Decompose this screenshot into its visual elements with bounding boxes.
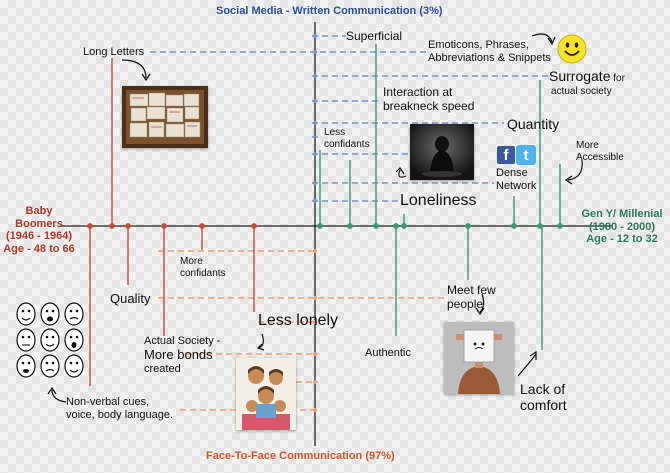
cartoon-faces-icon	[16, 302, 84, 378]
more-confidants-line1: More	[180, 256, 203, 267]
less-confidants-label: Less confidants	[324, 127, 370, 150]
top-axis-title: Social Media - Written Communication (3%…	[216, 5, 443, 17]
emoticons-line2: Abbreviations & Snippets	[428, 51, 551, 64]
actual-society-line1: Actual Society -	[144, 335, 221, 347]
gen-y-label: Gen Y/ Millenial (1980 - 2000) Age - 12 …	[574, 208, 670, 246]
blue-dash-lines	[150, 35, 548, 202]
geny-ticks	[317, 44, 563, 350]
lack-of-comfort-label: Lack of comfort	[520, 381, 567, 413]
less-lonely-label: Less lonely	[258, 312, 339, 329]
quality-label: Quality	[110, 291, 151, 306]
more-accessible-line1: More	[576, 140, 599, 151]
more-accessible-label: More Accessible	[576, 140, 624, 163]
surrogate-for: for	[610, 73, 625, 84]
family-image	[236, 358, 296, 430]
superficial-label: Superficial	[346, 29, 403, 43]
lack-line2: comfort	[520, 397, 567, 414]
meet-few-label: Meet few people	[447, 283, 496, 312]
baby-boomers-line2: Boomers	[15, 217, 63, 230]
nonverbal-label: Non-verbal cues, voice, body language.	[66, 396, 173, 421]
nonverbal-line2: voice, body language.	[66, 408, 174, 421]
actual-society-line2: More bonds	[144, 346, 213, 362]
baby-boomers-label: Baby Boomers (1946 - 1964) Age - 48 to 6…	[2, 205, 76, 256]
twitter-icon: t	[516, 145, 536, 165]
baby-boomers-line1: Baby	[25, 205, 53, 217]
boomer-ticks	[87, 58, 257, 386]
authentic-label: Authentic	[365, 347, 411, 359]
gen-y-line1: Gen Y/ Millenial	[581, 208, 663, 220]
lonely-person-image	[410, 124, 474, 180]
interaction-label: Interaction at breakneck speed	[383, 85, 475, 114]
dense-line2: Network	[496, 179, 537, 192]
baby-boomers-age: Age - 48 to 66	[3, 242, 75, 255]
actual-society-line3: created	[144, 362, 181, 375]
axis-dots-orange	[313, 249, 317, 412]
more-confidants-line2: confidants	[180, 267, 226, 279]
loneliness-label: Loneliness	[400, 192, 477, 209]
less-confidants-line2: confidants	[324, 138, 370, 150]
interaction-line2: breakneck speed	[383, 98, 475, 113]
emoticons-line1: Emoticons, Phrases,	[428, 39, 529, 51]
letters-box-image	[122, 86, 208, 148]
more-confidants-label: More confidants	[180, 256, 226, 279]
dense-network-label: Dense Network	[496, 167, 536, 192]
gen-y-age: Age - 12 to 32	[586, 233, 658, 246]
gen-y-years: (1980 - 2000)	[588, 220, 656, 233]
emoticons-label: Emoticons, Phrases, Abbreviations & Snip…	[428, 39, 551, 64]
smiley-icon	[557, 34, 587, 64]
dense-line1: Dense	[496, 167, 528, 179]
baby-boomers-years: (1946 - 1964)	[5, 230, 73, 243]
curved-arrows	[47, 33, 583, 403]
quantity-label: Quantity	[507, 116, 560, 132]
meet-few-line2: people	[447, 296, 484, 311]
actual-society-label: Actual Society - More bonds created	[144, 335, 220, 375]
more-accessible-line2: Accessible	[576, 151, 624, 163]
axis-dots-blue	[313, 34, 317, 203]
surrogate-word: Surrogate	[549, 68, 611, 84]
surrogate-line2: actual society	[551, 86, 612, 98]
long-letters-label: Long Letters	[83, 46, 145, 58]
nonverbal-line1: Non-verbal cues,	[66, 396, 150, 408]
paper-bag-person-image	[444, 322, 514, 394]
lack-line1: Lack of	[520, 381, 566, 397]
less-confidants-line1: Less	[324, 127, 346, 138]
meet-few-line1: Meet few	[447, 283, 496, 297]
bottom-axis-title: Face-To-Face Communication (97%)	[206, 450, 395, 462]
surrogate-label: Surrogate for actual society	[549, 68, 625, 98]
facebook-icon: f	[497, 146, 515, 164]
interaction-line1: Interaction at	[383, 85, 453, 99]
